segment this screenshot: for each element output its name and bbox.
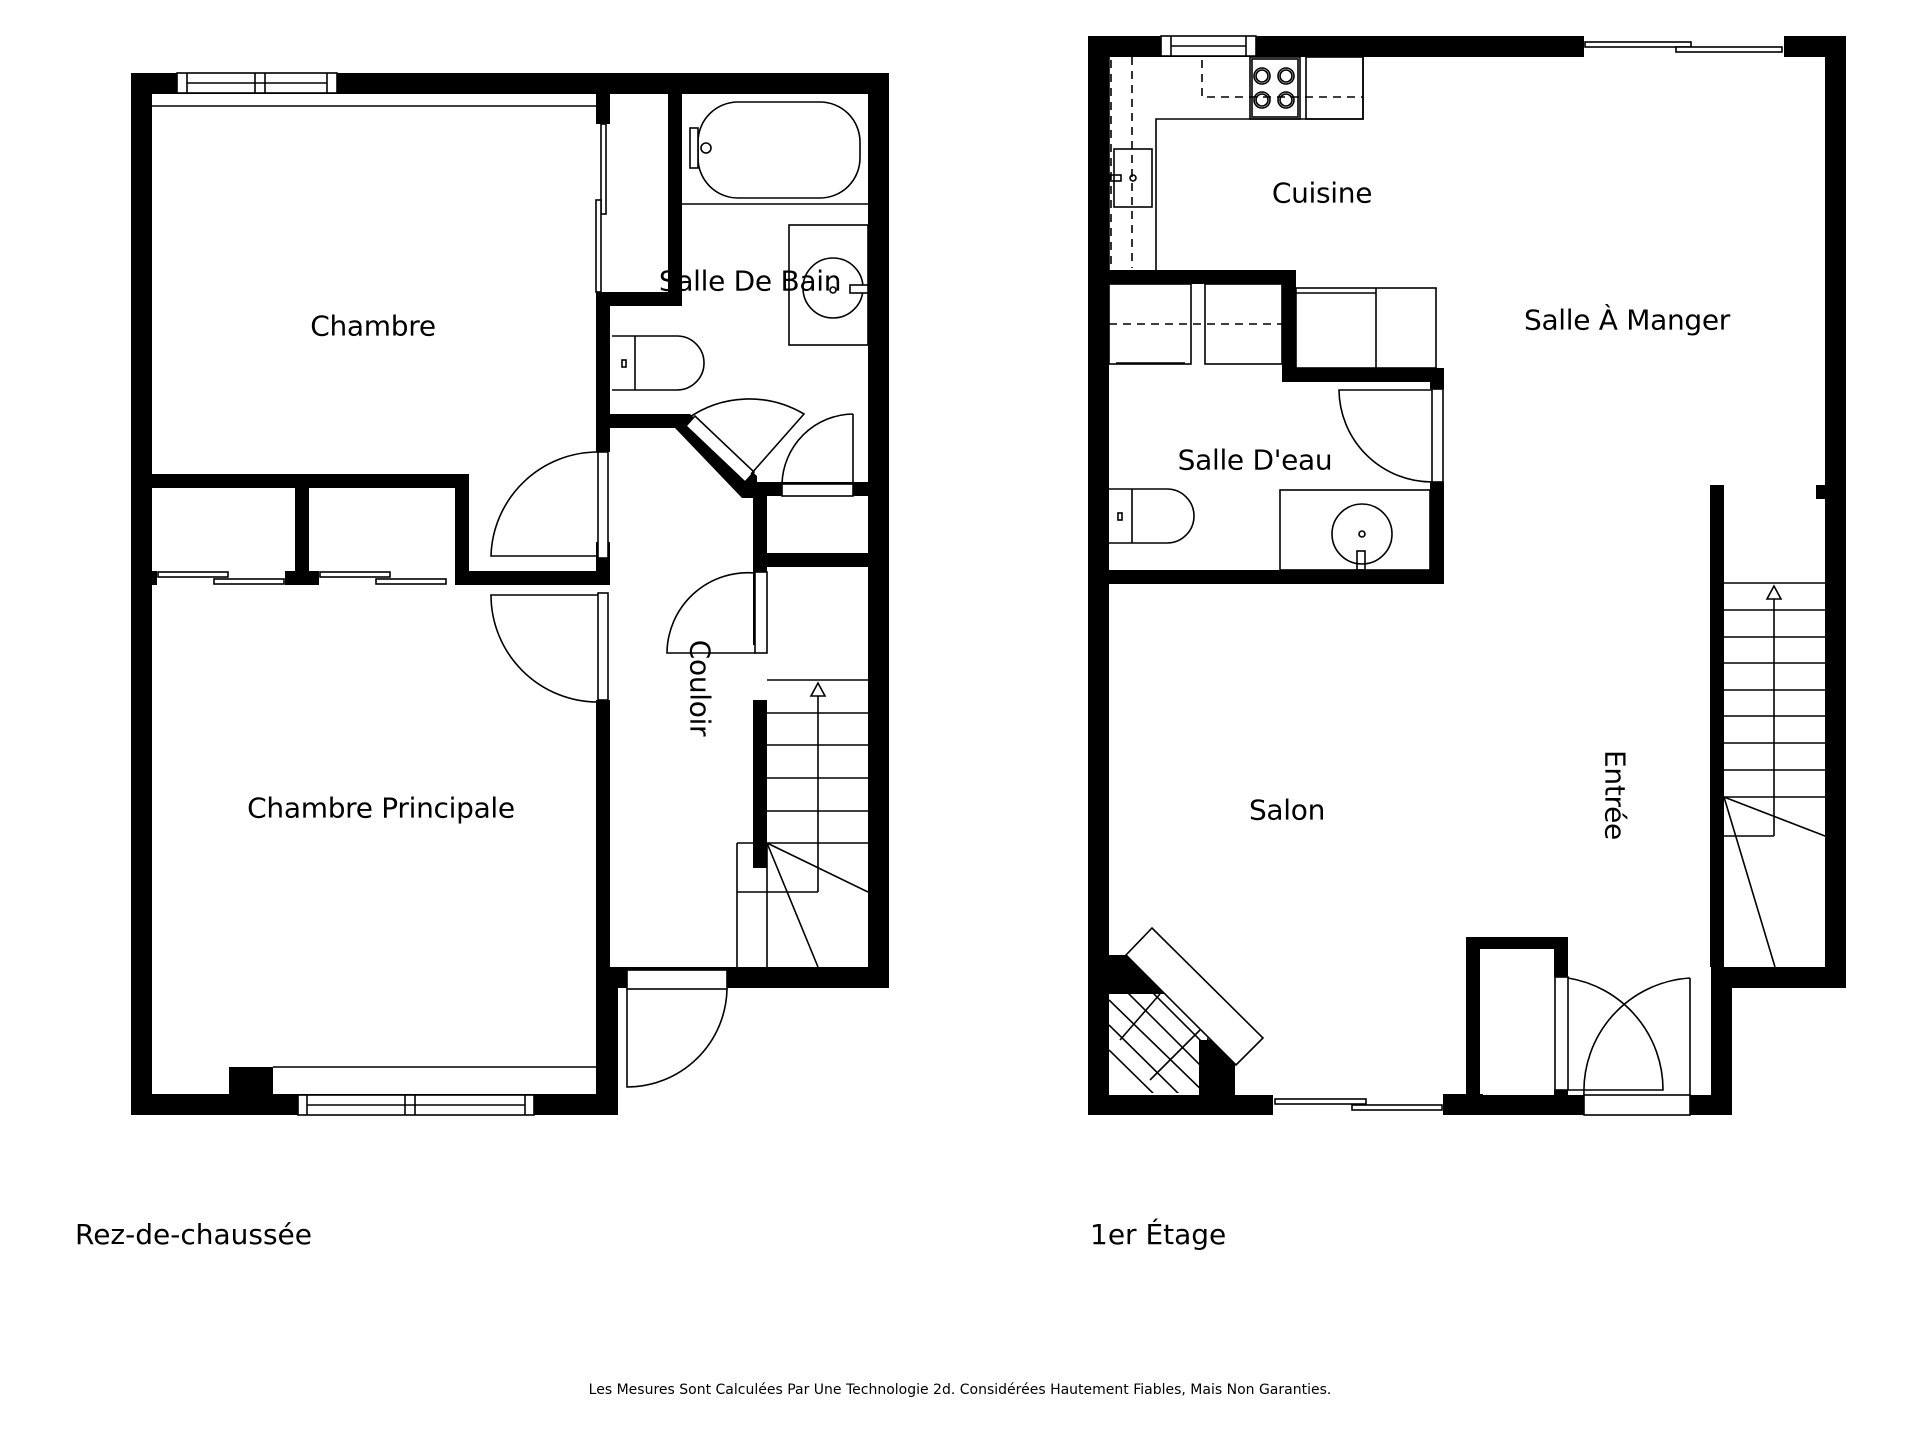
door-entry-first <box>1554 976 1691 1116</box>
staircase-ground <box>736 679 869 968</box>
fireplace <box>1109 926 1265 1095</box>
room-label-salle-a-manger: Salle À Manger <box>1523 303 1731 337</box>
window-salon <box>1273 1094 1443 1115</box>
room-label-chambre: Chambre <box>310 309 436 343</box>
toilet-ground <box>612 335 705 391</box>
floor-label-ground: Rez-de-chaussée <box>75 1218 313 1251</box>
room-label-entree: Entrée <box>1598 750 1632 840</box>
window-top-chambre <box>176 72 338 94</box>
door-stairs <box>666 571 768 654</box>
floor-label-first: 1er Étage <box>1090 1218 1227 1251</box>
bathtub <box>682 101 868 205</box>
staircase-first <box>1723 582 1826 968</box>
door-salle-deau <box>1338 388 1444 483</box>
room-label-cuisine: Cuisine <box>1271 176 1373 210</box>
kitchen-counters <box>1108 56 1364 270</box>
window-bottom-chambre-principale <box>297 1094 535 1116</box>
ground-floor-plan <box>131 72 889 1116</box>
room-label-couloir: Couloir <box>683 639 717 737</box>
bathroom-vanity <box>788 224 869 346</box>
first-floor-plan <box>1088 35 1846 1116</box>
room-label-chambre-principale: Chambre Principale <box>247 791 515 825</box>
door-chambre <box>490 451 609 559</box>
door-chambre-principale <box>490 592 609 703</box>
window-kitchen <box>1160 35 1257 57</box>
measurement-disclaimer: Les Mesures Sont Calculées Par Une Techn… <box>588 1382 1332 1398</box>
room-label-salle-deau: Salle D'eau <box>1177 443 1333 477</box>
window-dining <box>1584 36 1784 57</box>
toilet-first <box>1109 488 1195 544</box>
door-entry-ground <box>626 969 728 1088</box>
room-label-salle-de-bain: Salle De Bain <box>658 264 842 298</box>
room-label-salon: Salon <box>1248 793 1326 827</box>
